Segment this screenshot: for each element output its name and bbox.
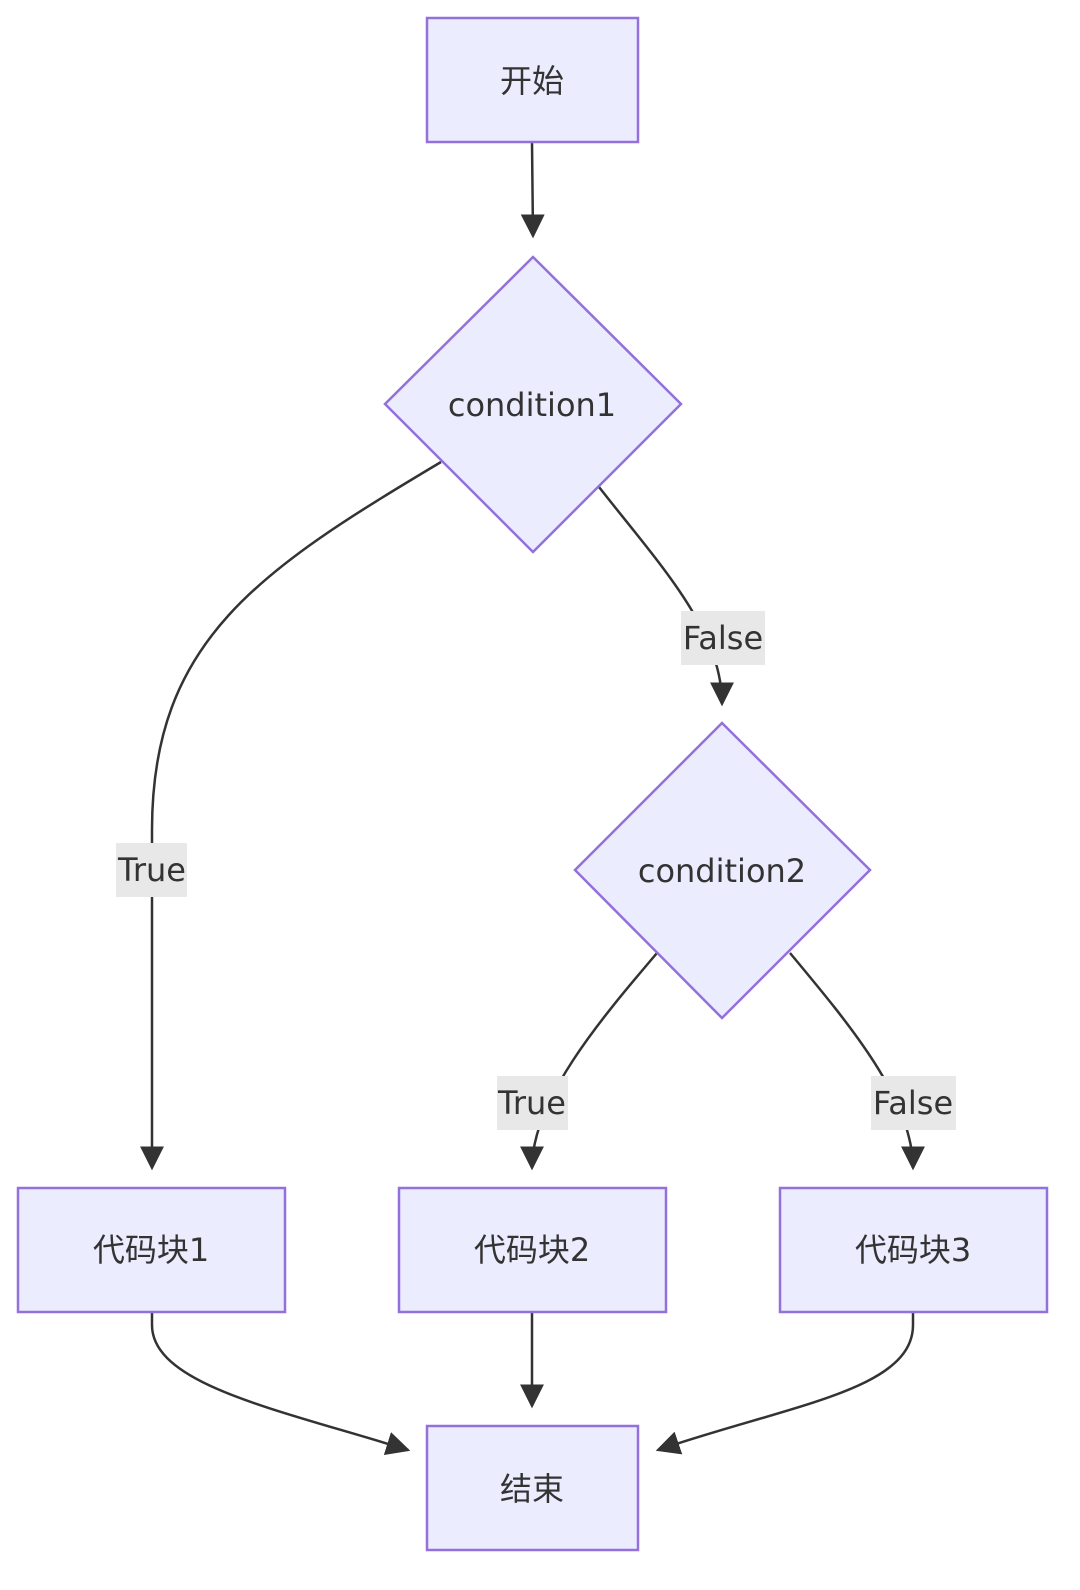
edges — [140, 141, 925, 1456]
node-condition2-diamond — [573, 721, 872, 1020]
edge-label-background — [871, 1076, 956, 1130]
node-block2-label: 代码块2 — [474, 1231, 590, 1269]
node-end-label: 结束 — [500, 1470, 564, 1508]
edge-label-text: False — [683, 619, 763, 657]
node-block3-box — [778, 1186, 1049, 1314]
node-end-box — [425, 1424, 640, 1552]
edge-label-cond2-true: True — [497, 1076, 568, 1130]
node-condition2-label: condition2 — [638, 852, 806, 890]
edge-label-cond2-false: False — [871, 1076, 956, 1130]
edge-labels: False True True False — [116, 611, 956, 1130]
node-condition1-label: condition1 — [448, 386, 616, 424]
edge-label-cond1-false: False — [681, 611, 765, 665]
edge-condition1-to-block1 — [140, 460, 442, 1171]
edge-label-cond1-true: True — [116, 843, 187, 897]
node-block3-label: 代码块3 — [855, 1231, 971, 1269]
node-start[interactable]: 开始 — [425, 16, 640, 144]
node-block1[interactable]: 代码块1 — [16, 1186, 287, 1314]
edge-label-text: True — [497, 1084, 566, 1122]
node-condition1[interactable]: condition1 — [383, 255, 683, 554]
node-block1-label: 代码块1 — [93, 1231, 209, 1269]
node-condition2[interactable]: condition2 — [573, 721, 872, 1020]
edge-start-to-condition1 — [520, 141, 545, 239]
edge-label-background — [116, 843, 187, 897]
node-block2-box — [397, 1186, 668, 1314]
edge-label-text: True — [117, 851, 186, 889]
node-block2[interactable]: 代码块2 — [397, 1186, 668, 1314]
node-start-box — [425, 16, 640, 144]
node-condition1-diamond — [383, 255, 683, 554]
edge-block1-to-end — [150, 1312, 411, 1456]
edge-label-background — [681, 611, 765, 665]
node-block1-box — [16, 1186, 287, 1314]
edge-block3-to-end — [655, 1312, 915, 1455]
edge-label-text: False — [873, 1084, 953, 1122]
nodes: 开始 condition1 condition2 代码块1 代码块2 代码块3 … — [16, 16, 1049, 1552]
node-end[interactable]: 结束 — [425, 1424, 640, 1552]
edge-label-background — [497, 1076, 568, 1130]
node-block3[interactable]: 代码块3 — [778, 1186, 1049, 1314]
edge-condition2-to-block2 — [520, 952, 658, 1171]
edge-condition2-to-block3 — [789, 952, 925, 1171]
edge-condition1-to-condition2 — [598, 486, 734, 707]
node-start-label: 开始 — [500, 62, 564, 100]
